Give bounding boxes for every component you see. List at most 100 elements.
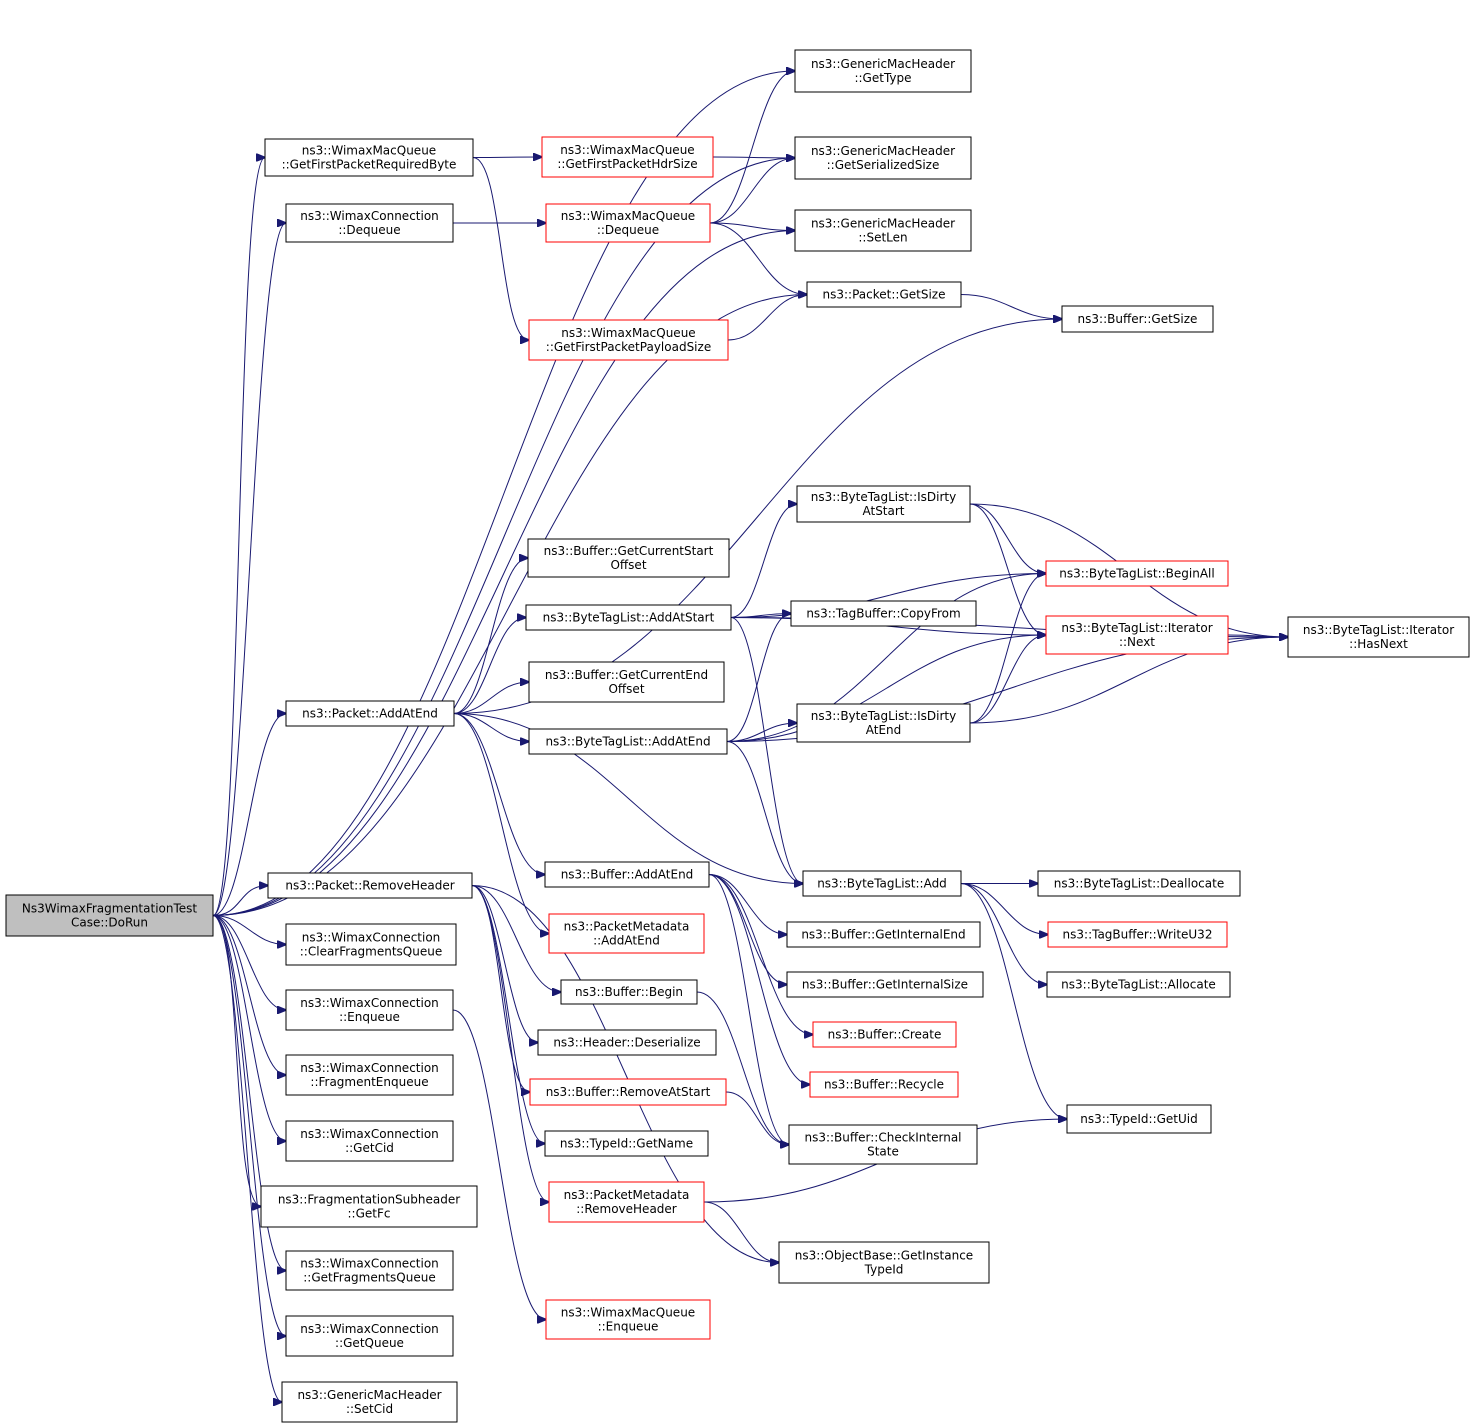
node-box[interactable] [802,870,962,897]
node-box[interactable] [790,600,977,627]
node-box[interactable] [537,1029,717,1056]
node-buffer-create[interactable]: ns3::Buffer::Create [812,1021,957,1048]
node-packet-removeheader[interactable]: ns3::Packet::RemoveHeader [267,872,473,899]
node-box[interactable] [525,604,732,631]
node-packet-addatend[interactable]: ns3::Packet::AddAtEnd [285,700,455,727]
node-box[interactable] [285,203,454,243]
node-box[interactable] [5,894,214,937]
node-typeid-getname[interactable]: ns3::TypeId::GetName [544,1130,709,1157]
node-box[interactable] [809,1071,959,1098]
node-buffer-addatend[interactable]: ns3::Buffer::AddAtEnd [544,861,710,888]
node-box[interactable] [794,209,972,252]
node-bytetaglist-iterator-next[interactable]: ns3::ByteTagList::Iterator::Next [1045,615,1229,655]
node-buffer-getinternalend[interactable]: ns3::Buffer::GetInternalEnd [786,921,981,948]
node-tagbuffer-copyfrom[interactable]: ns3::TagBuffer::CopyFrom [790,600,977,627]
node-box[interactable] [541,136,714,178]
node-packetmetadata-removeheader[interactable]: ns3::PacketMetadata::RemoveHeader [548,1181,705,1223]
node-box[interactable] [1045,615,1229,655]
node-box[interactable] [545,203,711,243]
node-box[interactable] [1061,305,1214,333]
node-box[interactable] [794,136,972,180]
node-wimaxconnection-fragmentenqueue[interactable]: ns3::WimaxConnection::FragmentEnqueue [285,1054,454,1096]
node-box[interactable] [544,861,710,888]
node-box[interactable] [260,1185,478,1228]
node-box[interactable] [267,872,473,899]
node-box[interactable] [285,1315,454,1357]
node-box[interactable] [285,1054,454,1096]
node-wimaxconnection-dequeue[interactable]: ns3::WimaxConnection::Dequeue [285,203,454,243]
node-box[interactable] [1037,870,1241,897]
node-bytetaglist-addatend[interactable]: ns3::ByteTagList::AddAtEnd [528,728,728,755]
node-box[interactable] [796,485,971,523]
node-bytetaglist-addatstart[interactable]: ns3::ByteTagList::AddAtStart [525,604,732,631]
node-box[interactable] [529,1078,727,1106]
node-box[interactable] [528,728,728,755]
node-bytetaglist-allocate[interactable]: ns3::ByteTagList::Allocate [1046,971,1231,998]
node-box[interactable] [1066,1104,1212,1134]
node-box[interactable] [285,700,455,727]
node-bytetaglist-add[interactable]: ns3::ByteTagList::Add [802,870,962,897]
node-box[interactable] [786,921,981,948]
node-genericmacheader-getserializedsize[interactable]: ns3::GenericMacHeader::GetSerializedSize [794,136,972,180]
node-box[interactable] [788,1124,978,1165]
node-buffer-recycle[interactable]: ns3::Buffer::Recycle [809,1071,959,1098]
node-box[interactable] [806,281,962,308]
node-box[interactable] [285,1120,454,1162]
node-bytetaglist-iterator-hasnext[interactable]: ns3::ByteTagList::Iterator::HasNext [1287,616,1470,658]
node-wimaxmacqueue-getfirstpacketrequiredbyte[interactable]: ns3::WimaxMacQueue::GetFirstPacketRequir… [264,138,474,177]
node-box[interactable] [281,1381,458,1423]
node-box[interactable] [794,49,972,93]
node-packetmetadata-addatend[interactable]: ns3::PacketMetadata::AddAtEnd [548,913,705,954]
node-box[interactable] [285,989,454,1031]
node-wimaxconnection-clearfragmentsqueue[interactable]: ns3::WimaxConnection::ClearFragmentsQueu… [285,923,457,966]
node-box[interactable] [1046,971,1231,998]
node-box[interactable] [548,1181,705,1223]
node-wimaxconnection-enqueue[interactable]: ns3::WimaxConnection::Enqueue [285,989,454,1031]
node-box[interactable] [527,538,730,578]
node-packet-getsize[interactable]: ns3::Packet::GetSize [806,281,962,308]
node-wimaxmacqueue-getfirstpackethdrsize[interactable]: ns3::WimaxMacQueue::GetFirstPacketHdrSiz… [541,136,714,178]
node-box[interactable] [285,1250,454,1291]
node-box[interactable] [812,1021,957,1048]
node-box[interactable] [1047,921,1228,948]
node-box[interactable] [1045,560,1229,587]
node-box[interactable] [544,1130,709,1157]
node-box[interactable] [548,913,705,954]
node-buffer-getinternalsize[interactable]: ns3::Buffer::GetInternalSize [786,971,984,998]
node-buffer-getsize[interactable]: ns3::Buffer::GetSize [1061,305,1214,333]
node-wimaxmacqueue-getfirstpacketpayloadsize[interactable]: ns3::WimaxMacQueue::GetFirstPacketPayloa… [528,319,729,361]
node-box[interactable] [528,319,729,361]
node-box[interactable] [1287,616,1470,658]
node-box[interactable] [545,1299,711,1340]
node-wimaxconnection-getcid[interactable]: ns3::WimaxConnection::GetCid [285,1120,454,1162]
node-header-deserialize[interactable]: ns3::Header::Deserialize [537,1029,717,1056]
node-buffer-removeatstart[interactable]: ns3::Buffer::RemoveAtStart [529,1078,727,1106]
node-wimaxconnection-getfragmentsqueue[interactable]: ns3::WimaxConnection::GetFragmentsQueue [285,1250,454,1291]
node-wimaxconnection-getqueue[interactable]: ns3::WimaxConnection::GetQueue [285,1315,454,1357]
node-bytetaglist-beginall[interactable]: ns3::ByteTagList::BeginAll [1045,560,1229,587]
node-typeid-getuid[interactable]: ns3::TypeId::GetUid [1066,1104,1212,1134]
node-box[interactable] [778,1241,990,1284]
node-tagbuffer-writeu32[interactable]: ns3::TagBuffer::WriteU32 [1047,921,1228,948]
node-wimaxmacqueue-enqueue[interactable]: ns3::WimaxMacQueue::Enqueue [545,1299,711,1340]
node-buffer-begin[interactable]: ns3::Buffer::Begin [560,979,698,1005]
node-wimaxmacqueue-dequeue[interactable]: ns3::WimaxMacQueue::Dequeue [545,203,711,243]
node-genericmacheader-setcid[interactable]: ns3::GenericMacHeader::SetCid [281,1381,458,1423]
node-box[interactable] [786,971,984,998]
node-bytetaglist-deallocate[interactable]: ns3::ByteTagList::Deallocate [1037,870,1241,897]
node-box[interactable] [796,703,971,743]
node-fragmentationsubheader-getfc[interactable]: ns3::FragmentationSubheader::GetFc [260,1185,478,1228]
node-box[interactable] [285,923,457,966]
node-genericmacheader-gettype[interactable]: ns3::GenericMacHeader::GetType [794,49,972,93]
node-box[interactable] [264,138,474,177]
node-box[interactable] [560,979,698,1005]
node-genericmacheader-setlen[interactable]: ns3::GenericMacHeader::SetLen [794,209,972,252]
node-box[interactable] [528,661,725,703]
